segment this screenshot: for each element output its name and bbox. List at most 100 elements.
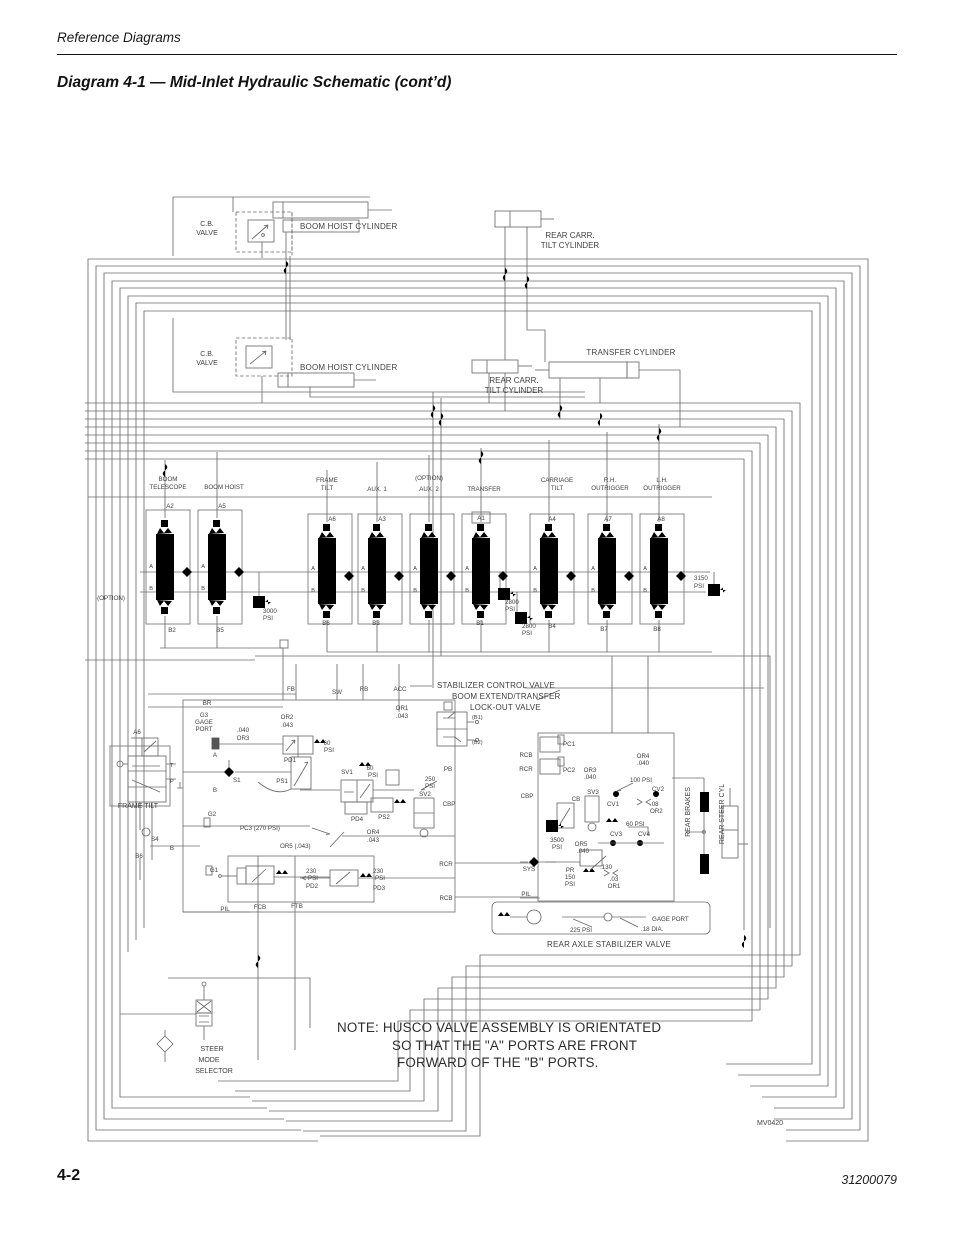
relief-2800b-psi: PSI — [522, 630, 532, 637]
label-pb: PB — [444, 766, 452, 773]
label-3500-psi: PSI — [552, 844, 562, 851]
label-b6-port: B6 — [135, 853, 143, 860]
callout-lockout-1: BOOM EXTEND/TRANSFER — [452, 692, 560, 701]
sec-rh-outrigger-1: R.H. — [604, 477, 617, 484]
sec-boom-telescope-2: TELESCOPE — [149, 484, 186, 491]
label-rear-axle-stabilizer: REAR AXLE STABILIZER VALVE — [547, 940, 671, 949]
label-pc1: PC1 — [563, 741, 576, 748]
label-steer-1: STEER — [200, 1046, 223, 1053]
boom-hoist-cyl-label-2: BOOM HOIST CYLINDER — [300, 363, 397, 372]
relief-2800b: 2800 — [522, 623, 536, 630]
label-pil-right: PIL — [521, 891, 531, 898]
label-p-port: P — [170, 779, 174, 785]
label-t-port: T — [170, 763, 174, 769]
sec-aux1: AUX. 1 — [367, 486, 387, 493]
label-or5b-v: .040 — [577, 848, 590, 855]
sec-carriage-1: CARRIAGE — [541, 477, 573, 484]
label-pd1-60: 60 — [324, 740, 331, 747]
label-cv4: CV4 — [638, 831, 651, 838]
boom-hoist-cyl-label-1: BOOM HOIST CYLINDER — [300, 222, 397, 231]
note-line-1: NOTE: HUSCO VALVE ASSEMBLY IS ORIENTATED — [337, 1020, 662, 1035]
callout-lockout-2: LOCK-OUT VALVE — [470, 703, 541, 712]
label-or4a-v: .043 — [367, 837, 380, 844]
spool-a: A — [201, 564, 205, 570]
label-130: .130 — [600, 864, 613, 871]
page-number: 4-2 — [57, 1167, 81, 1184]
spool-a: A — [413, 566, 417, 572]
port-b6: B6 — [322, 620, 330, 627]
port-a6: A6 — [328, 516, 336, 523]
label-g1: G1 — [210, 867, 219, 874]
spool-b: B — [591, 588, 595, 594]
label-ftb: FTB — [291, 903, 303, 910]
cb-valve-label-1b: VALVE — [196, 230, 218, 237]
label-pd1-psi: PSI — [324, 747, 334, 754]
label-b2-port: (B2) — [472, 740, 483, 746]
label-or3b-v: .040 — [584, 774, 597, 781]
port-b7: B7 — [600, 626, 608, 633]
label-100psi: 100 PSI — [630, 777, 652, 784]
sec-aux2-2: AUX. 2 — [419, 486, 439, 493]
sec-frame-tilt-1: FRAME — [316, 477, 338, 484]
port-a7: A7 — [604, 516, 612, 523]
doc-number: 31200079 — [841, 1173, 897, 1187]
label-pc3: PC3 (270 PSI) — [240, 825, 280, 832]
callout-stabilizer-valve: STABILIZER CONTROL VALVE — [437, 681, 555, 690]
label-rcb-right: RCB — [519, 752, 532, 759]
spool-b: B — [465, 588, 469, 594]
port-b1: B1 — [476, 620, 484, 627]
label-fcb: FCB — [254, 904, 266, 911]
label-60psi-right: 60 PSI — [626, 821, 645, 828]
note-block: NOTE: HUSCO VALVE ASSEMBLY IS ORIENTATED… — [337, 1019, 661, 1072]
relief-3000: 3000 — [263, 608, 277, 615]
spool-b: B — [361, 588, 365, 594]
relief-3150: 3150 — [694, 575, 708, 582]
label-sw: SW — [332, 689, 342, 696]
label-pd1: PD1 — [284, 757, 297, 764]
label-250: 250 — [425, 776, 436, 783]
relief-2800a: 2800 — [505, 599, 519, 606]
label-pd3: PD3 — [373, 885, 386, 892]
label-3500: 3500 — [550, 837, 564, 844]
label-or2-v: .043 — [281, 722, 294, 729]
rear-carr-label-2a: REAR CARR. — [489, 376, 538, 385]
label-cv2: CV2 — [652, 786, 665, 793]
label-or1: OR1 — [396, 705, 409, 712]
label-s4: S4 — [151, 836, 159, 843]
port-a2: A2 — [166, 503, 174, 510]
label-gage-port: GAGE PORT — [652, 916, 689, 923]
label-pd2: PD2 — [306, 883, 319, 890]
page-header: Reference Diagrams — [57, 30, 897, 55]
spool-a: A — [361, 566, 365, 572]
label-cbp-left: CBP — [443, 801, 456, 808]
label-pr: PR — [566, 867, 575, 874]
label-rear-steer-cyl: REAR STEER CYL — [719, 784, 726, 844]
label-rear-brakes: REAR BRAKES — [685, 787, 692, 837]
sec-rh-outrigger-2: OUTRIGGER — [591, 485, 629, 492]
relief-2800a-psi: PSI — [505, 606, 515, 613]
note-line-2: SO THAT THE "A" PORTS ARE FRONT — [392, 1037, 638, 1053]
label-225psi: 225 PSI — [570, 927, 592, 934]
spool-b: B — [533, 588, 537, 594]
spool-a: A — [591, 566, 595, 572]
relief-3150-psi: PSI — [694, 583, 704, 590]
label-rcr-right: RCR — [519, 766, 533, 773]
sec-lh-outrigger-1: L.H. — [656, 477, 668, 484]
label-ps1: PS1 — [276, 778, 288, 785]
label-sv2: SV2 — [419, 791, 431, 798]
spool-a: A — [533, 566, 537, 572]
port-a5: A5 — [218, 503, 226, 510]
label-cv1: CV1 — [607, 801, 620, 808]
label-a-port: A — [213, 752, 218, 759]
spool-b: B — [149, 586, 153, 592]
label-or1b-v: .03 — [610, 876, 619, 883]
spool-a: A — [643, 566, 647, 572]
option-label: (OPTION) — [97, 595, 125, 602]
spool-a: A — [465, 566, 469, 572]
relief-3000-psi: PSI — [263, 615, 273, 622]
label-rcr-left: RCR — [439, 861, 453, 868]
figure-code: MV0420 — [757, 1120, 783, 1127]
label-ps2: PS2 — [378, 814, 390, 821]
cb-valve-label-2a: C.B. — [200, 351, 214, 358]
